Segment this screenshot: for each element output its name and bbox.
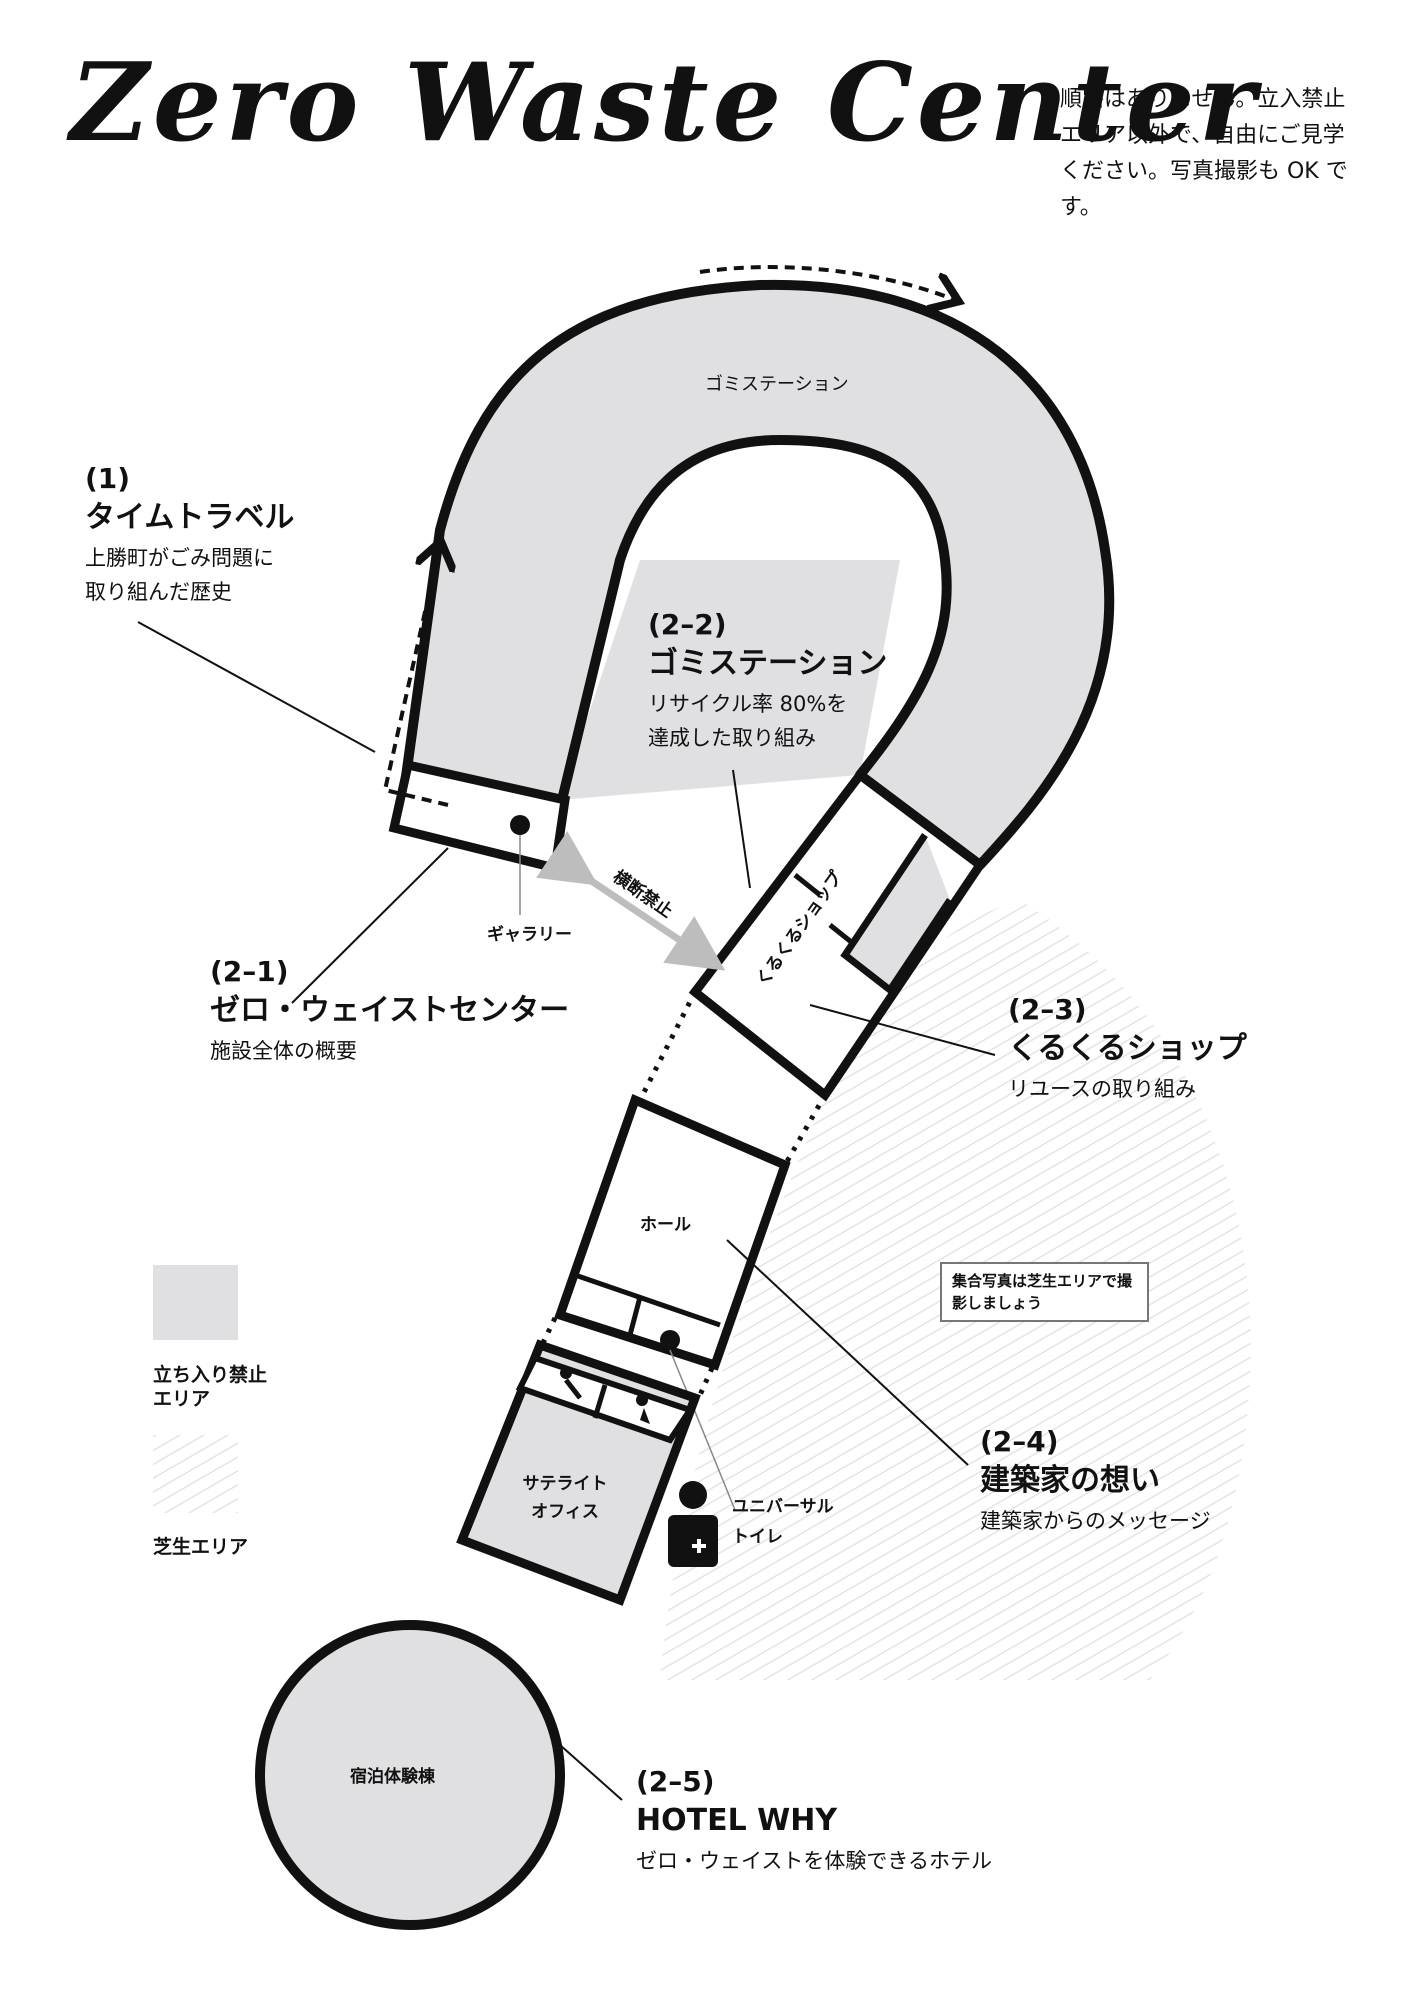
restroom-male-icon	[560, 1367, 572, 1379]
room-hall: ホール	[640, 1215, 691, 1235]
spot-2-4: (2–4) 建築家の想い 建築家からのメッセージ	[980, 1425, 1211, 1533]
room-lodging: 宿泊体験棟	[350, 1767, 435, 1787]
legend-restricted-swatch	[153, 1265, 238, 1340]
photo-note: 集合写真は芝生エリアで撮影しましょう	[940, 1262, 1149, 1322]
gallery-dot-icon	[510, 815, 530, 835]
no-crossing-arrow	[536, 831, 726, 971]
restricted-wedge	[560, 560, 900, 800]
spot-2-2: (2–2) ゴミステーション リサイクル率 80%を 達成した取り組み	[648, 608, 888, 750]
spot-2-5: (2–5) HOTEL WHY ゼロ・ウェイストを体験できるホテル	[636, 1765, 992, 1873]
room-satellite-office: サテライトオフィス	[522, 1474, 608, 1522]
lodging-building	[255, 1620, 565, 1930]
universal-toilet-label-1: ユニバーサル	[732, 1497, 834, 1517]
page-title: Zero Waste Center	[70, 40, 1260, 166]
universal-toilet-label-2: トイレ	[732, 1527, 783, 1547]
restroom-female-icon	[636, 1394, 648, 1406]
legend-lawn-label: 芝生エリア	[153, 1536, 249, 1558]
spot-2-1: (2–1) ゼロ・ウェイストセンター 施設全体の概要	[210, 955, 570, 1063]
universal-toilet-icon	[668, 1481, 718, 1567]
spot-2-3: (2–3) くるくるショップ リユースの取り組み	[1008, 993, 1247, 1101]
legend-restricted-label: 立ち入り禁止 エリア	[153, 1364, 268, 1410]
legend-lawn-swatch	[153, 1435, 238, 1513]
route-arrow-icon	[382, 545, 448, 807]
universal-dot-icon	[660, 1330, 680, 1350]
hall-block	[554, 1093, 791, 1371]
room-gomi-station: ゴミステーション	[705, 374, 849, 395]
visitor-notice: 順路はありません。立入禁止エリア以外で、自由にご見学ください。写真撮影も OK …	[1060, 87, 1348, 220]
route-arrow-icon	[699, 265, 955, 300]
room-gallery: ギャラリー	[487, 925, 572, 945]
spot-1: (1) タイムトラベル 上勝町がごみ問題に 取り組んだ歴史	[85, 462, 295, 604]
gomi-station-arch	[395, 279, 1115, 870]
